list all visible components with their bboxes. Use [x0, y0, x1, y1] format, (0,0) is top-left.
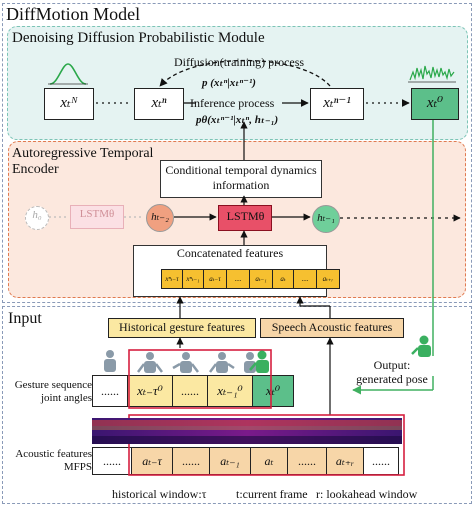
output-label-line2: generated pose: [356, 372, 428, 386]
generated-pose-icon: [249, 350, 269, 373]
h-prev-label: hₜ₋₂: [151, 211, 169, 223]
current-frame-label: t:current frame: [236, 487, 308, 501]
state-label-x0: xₜ⁰: [426, 95, 444, 111]
history-window-highlight: [128, 349, 272, 409]
acoustic-row-label-line1: Acoustic features: [15, 448, 92, 460]
speech-features-label: Speech Acoustic features: [271, 320, 393, 334]
feature-cell: xⁿₜ₋₁: [183, 270, 204, 288]
gesture-sequence: ...... xₜ₋τ⁰ ...... xₜ₋₁⁰ xₜ⁰: [92, 375, 294, 407]
lstm-faded-label: LSTMθ: [79, 208, 115, 220]
inference-formula: pθ(xₜⁿ⁻¹|xₜⁿ, hₜ₋₁): [196, 114, 279, 126]
acoustic-cell: ......: [288, 448, 327, 474]
spectrogram-image: [92, 418, 402, 444]
motion-signal-icon: [408, 65, 456, 83]
input-region: [2, 306, 472, 504]
diffmotion-title: DiffMotion Model: [6, 4, 141, 24]
acoustic-cell: aₜ: [251, 448, 288, 474]
gesture-row-label: Gesture sequence joint angles: [2, 379, 92, 405]
pose-figure-icon: [104, 350, 116, 372]
ddpm-label: Denoising Diffusion Probabilistic Module: [12, 30, 265, 46]
state-box-xn: [134, 88, 184, 120]
gaussian-noise-icon: [48, 63, 88, 85]
encoder-label-line2: Encoder: [12, 162, 59, 177]
acoustic-cell: ......: [93, 448, 132, 474]
acoustic-row-label-line2: MFPS: [63, 461, 92, 473]
acoustic-cell: ......: [364, 448, 398, 474]
acoustic-sequence: ...... aₜ₋τ ...... aₜ₋₁ aₜ ...... aₜ₊ᵣ .…: [92, 447, 399, 475]
gesture-cell: xₜ₋₁⁰: [208, 376, 253, 406]
h-next-label: hₜ₋₁: [317, 212, 335, 224]
pose-figure-icon: [137, 352, 163, 373]
output-label-line1: Output:: [373, 358, 411, 372]
lstm-box: [218, 205, 272, 231]
feature-cell: aₜ: [273, 270, 294, 288]
h0-node: [25, 206, 49, 230]
gesture-cell: ......: [93, 376, 128, 406]
state-label-xn-1: xₜⁿ⁻¹: [323, 95, 351, 111]
state-label-xn: xₜⁿ: [151, 95, 167, 111]
gesture-cell: xₜ₋τ⁰: [128, 376, 173, 406]
input-arrows: [176, 296, 334, 415]
lookahead-window-label: r: lookahead window: [316, 487, 418, 501]
output-label: Output: generated pose: [340, 358, 444, 386]
state-box-xn-1: [310, 88, 364, 120]
concat-label: Concatenated features: [176, 246, 284, 260]
gesture-cell: xₜ⁰: [253, 376, 293, 406]
acoustic-window-highlight: [128, 414, 405, 476]
state-label-xN: xₜᴺ: [60, 95, 78, 111]
output-path-arrow: [352, 120, 434, 395]
encoder-label-line1: Autoregressive Temporal: [12, 146, 154, 161]
h0-label: h₀: [32, 209, 42, 221]
state-box-xN: [44, 88, 94, 120]
encoder-label: Autoregressive Temporal Encoder: [12, 146, 153, 178]
input-label: Input: [8, 310, 42, 327]
diffusion-arc-arrow: [159, 59, 331, 87]
cond-info-line2: information: [212, 178, 270, 192]
historical-features-label: Historical gesture features: [119, 320, 245, 334]
inference-process-label: Inference process: [190, 96, 275, 110]
acoustic-cell: aₜ₋₁: [210, 448, 251, 474]
historical-window-label: historical window:τ: [112, 487, 207, 501]
encoder-arrows: [49, 121, 461, 245]
feature-cell: aₜ₊ᵣ: [322, 275, 334, 283]
lstm-faded-box: [70, 205, 124, 229]
diffusion-formula: p (xₜⁿ|xₜⁿ⁻¹): [202, 77, 256, 89]
acoustic-row-label: Acoustic features MFPS: [2, 448, 92, 474]
pose-figure-icon: [209, 352, 235, 373]
feature-cell: ....: [294, 270, 317, 288]
diffmotion-model-frame: [2, 3, 472, 303]
cond-info-box: Conditional temporal dynamics informatio…: [160, 160, 322, 198]
cond-info-line1: Conditional temporal dynamics: [165, 163, 317, 177]
concat-feature-strip: xⁿₜ₋τ xⁿₜ₋₁ aₜ₋τ .... aₜ₋₁ aₜ .... aₜ₊ᵣ: [161, 269, 340, 289]
gesture-cell: ......: [173, 376, 208, 406]
pose-figure-icon: [244, 352, 256, 373]
state-box-x0: [411, 88, 459, 120]
gesture-row-label-line2: joint angles: [40, 392, 92, 404]
acoustic-cell: aₜ₋τ: [132, 448, 173, 474]
gesture-row-label-line1: Gesture sequence: [14, 379, 92, 391]
output-pose-icon: [411, 335, 431, 357]
h-next-node: [312, 205, 340, 233]
acoustic-cell: ......: [173, 448, 210, 474]
feature-cell: ....: [227, 270, 250, 288]
diffusion-process-label: Diffusion(training) process: [174, 55, 305, 69]
acoustic-cell: aₜ₊ᵣ: [327, 448, 364, 474]
feature-cell: aₜ₋₁: [250, 270, 273, 288]
pose-figure-icon: [172, 352, 199, 373]
feature-cell: xⁿₜ₋τ: [162, 270, 183, 288]
feature-cell: aₜ₋τ: [204, 270, 227, 288]
h-prev-node: [146, 204, 174, 232]
lstm-label: LSTMθ: [226, 209, 265, 223]
